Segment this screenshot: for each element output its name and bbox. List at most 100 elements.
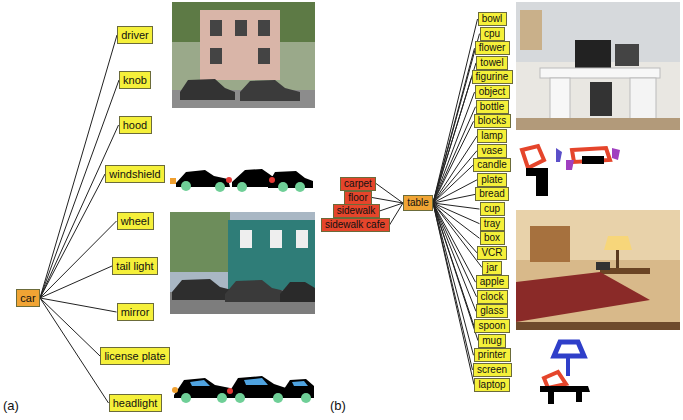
hierarchy-link bbox=[433, 165, 473, 203]
node-label: mirror bbox=[121, 307, 150, 318]
part-box: tray bbox=[480, 217, 505, 231]
part-box: glass bbox=[476, 304, 508, 318]
hierarchy-link bbox=[433, 203, 477, 297]
node-label: tray bbox=[484, 219, 501, 229]
part-box: license plate bbox=[100, 347, 170, 365]
part-box: headlight bbox=[109, 394, 162, 412]
part-box: bottle bbox=[476, 100, 509, 114]
node-label: VCR bbox=[481, 248, 502, 258]
hierarchy-link bbox=[433, 136, 477, 203]
hierarchy-link bbox=[40, 174, 105, 298]
hierarchy-link bbox=[40, 266, 112, 298]
hierarchy-link bbox=[433, 180, 477, 203]
part-box: jar bbox=[482, 261, 502, 275]
part-box: laptop bbox=[474, 378, 510, 392]
node-label: towel bbox=[480, 58, 503, 68]
node-label: license plate bbox=[104, 351, 165, 362]
table-mask bbox=[522, 146, 620, 196]
node-label: tail light bbox=[116, 261, 153, 272]
hierarchy-link bbox=[433, 19, 478, 203]
node-label: box bbox=[484, 233, 500, 243]
node-label: bottle bbox=[480, 102, 504, 112]
node-label: jar bbox=[486, 263, 497, 273]
hierarchy-link bbox=[433, 203, 478, 341]
node-label: blocks bbox=[478, 116, 506, 126]
node-label: clock bbox=[481, 292, 504, 302]
node-label: lamp bbox=[481, 131, 503, 141]
part-box: wheel bbox=[117, 212, 154, 230]
hierarchy-link bbox=[433, 203, 476, 282]
part-box: clock bbox=[477, 290, 508, 304]
hierarchy-link bbox=[433, 151, 477, 203]
hierarchy-link bbox=[380, 203, 404, 211]
room-photo bbox=[516, 210, 680, 330]
hierarchy-link bbox=[40, 221, 117, 298]
node-label: flower bbox=[479, 43, 506, 53]
node-label: figurine bbox=[476, 72, 509, 82]
node-label: driver bbox=[121, 30, 149, 41]
part-box: bowl bbox=[478, 12, 507, 26]
panel-label: (b) bbox=[330, 398, 346, 413]
hierarchy-link bbox=[372, 198, 403, 204]
node-label: knob bbox=[123, 75, 147, 86]
part-box: apple bbox=[476, 275, 509, 289]
hierarchy-link bbox=[40, 298, 117, 312]
node-label: screen bbox=[477, 365, 507, 375]
part-box: lamp bbox=[477, 129, 507, 143]
hierarchy-link bbox=[390, 203, 404, 225]
room-photo bbox=[516, 2, 680, 130]
hierarchy-link bbox=[40, 80, 119, 298]
hierarchy-link bbox=[40, 298, 109, 403]
part-box: box bbox=[480, 231, 505, 245]
street-photo bbox=[170, 212, 315, 314]
parent-box: sidewalk cafe bbox=[321, 218, 390, 232]
node-label: laptop bbox=[478, 380, 505, 390]
node-label: bowl bbox=[482, 14, 503, 24]
hierarchy-link bbox=[40, 125, 119, 298]
node-label: carpet bbox=[344, 179, 372, 189]
node-label: sidewalk bbox=[337, 206, 375, 216]
hierarchy-link bbox=[433, 92, 475, 203]
street-photo bbox=[172, 2, 315, 108]
node-label: car bbox=[20, 293, 35, 304]
hierarchy-link bbox=[433, 48, 475, 203]
car-mask bbox=[170, 169, 313, 192]
part-box: plate bbox=[477, 173, 507, 187]
car-mask bbox=[172, 376, 314, 403]
node-label: windshield bbox=[109, 169, 160, 180]
part-box: bread bbox=[475, 187, 509, 201]
hierarchy-link bbox=[433, 194, 475, 203]
node-label: printer bbox=[478, 350, 506, 360]
part-box: object bbox=[475, 85, 510, 99]
node-label: headlight bbox=[113, 398, 158, 409]
part-box: flower bbox=[475, 41, 510, 55]
hierarchy-link bbox=[433, 203, 474, 355]
part-box: mug bbox=[478, 334, 506, 348]
part-box: cpu bbox=[480, 27, 505, 41]
node-label: plate bbox=[481, 175, 503, 185]
part-box: spoon bbox=[474, 319, 510, 333]
part-box: candle bbox=[473, 158, 511, 172]
node-label: cpu bbox=[484, 29, 500, 39]
table-mask bbox=[540, 342, 590, 404]
part-box: knob bbox=[119, 71, 151, 89]
node-label: object bbox=[479, 87, 506, 97]
parent-box: floor bbox=[344, 191, 372, 205]
object-box: car bbox=[16, 289, 40, 307]
node-label: bread bbox=[479, 189, 505, 199]
node-label: candle bbox=[477, 160, 506, 170]
node-label: apple bbox=[480, 277, 504, 287]
panel-label: (a) bbox=[3, 398, 19, 413]
hierarchy-link bbox=[433, 63, 476, 203]
hierarchy-link bbox=[376, 184, 403, 204]
node-label: table bbox=[407, 198, 429, 208]
parent-box: carpet bbox=[340, 177, 376, 191]
hierarchy-link bbox=[433, 203, 474, 385]
node-label: cup bbox=[484, 204, 500, 214]
part-box: screen bbox=[473, 363, 512, 377]
node-label: glass bbox=[480, 306, 503, 316]
part-box: towel bbox=[476, 56, 508, 70]
part-box: printer bbox=[474, 348, 511, 362]
part-box: hood bbox=[119, 116, 152, 134]
